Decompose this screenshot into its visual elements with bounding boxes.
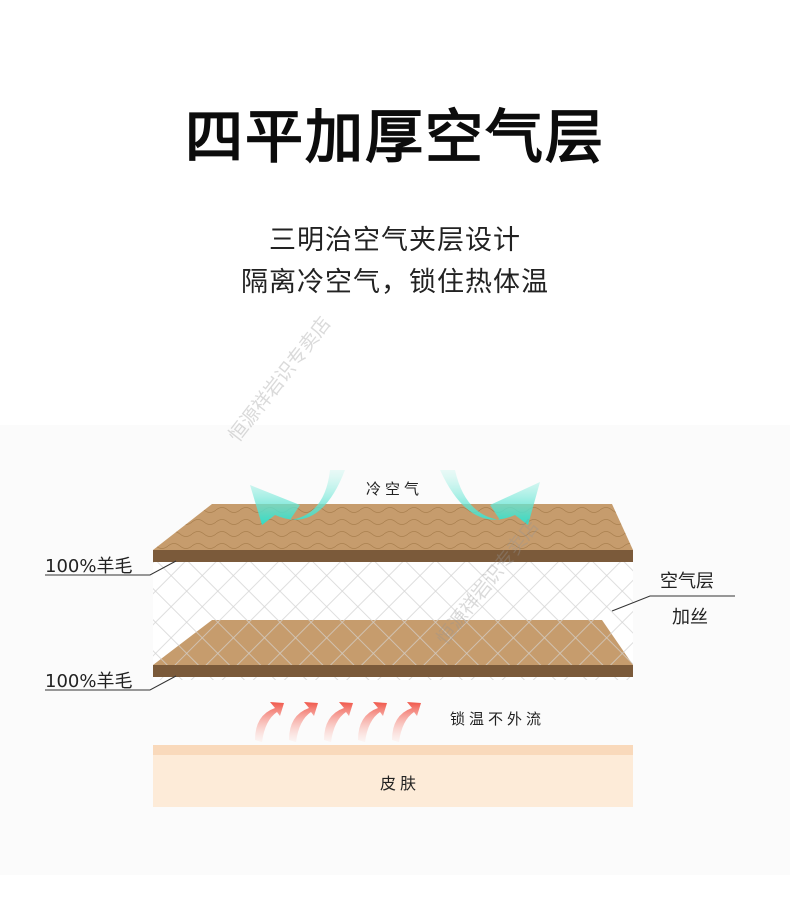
warmth-label: 锁温不外流 [450,710,546,728]
skin-layer [153,745,633,807]
page-title: 四平加厚空气层 [184,103,605,171]
leader-line-air-layer [611,595,735,612]
warm-arrows [255,702,421,742]
skin-label: 皮肤 [380,774,421,793]
top-wool-layer [153,504,633,562]
bottom-wool-label: 100%羊毛 [45,671,133,692]
air-layer-label: 空气层 [660,571,714,592]
top-wool-label: 100%羊毛 [45,556,133,577]
subtitle-line-1: 三明治空气夹层设计 [269,225,521,256]
cold-air-arrow-right [440,470,540,525]
cold-air-label: 冷空气 [366,480,424,498]
leader-line-bottom-wool [45,675,177,691]
cold-air-arrow-left [250,470,345,525]
leader-line-top-wool [45,560,177,576]
air-layer-sublabel: 加丝 [672,607,708,628]
bottom-wool-layer [153,620,633,677]
subtitle-line-2: 隔离冷空气，锁住热体温 [241,267,549,298]
